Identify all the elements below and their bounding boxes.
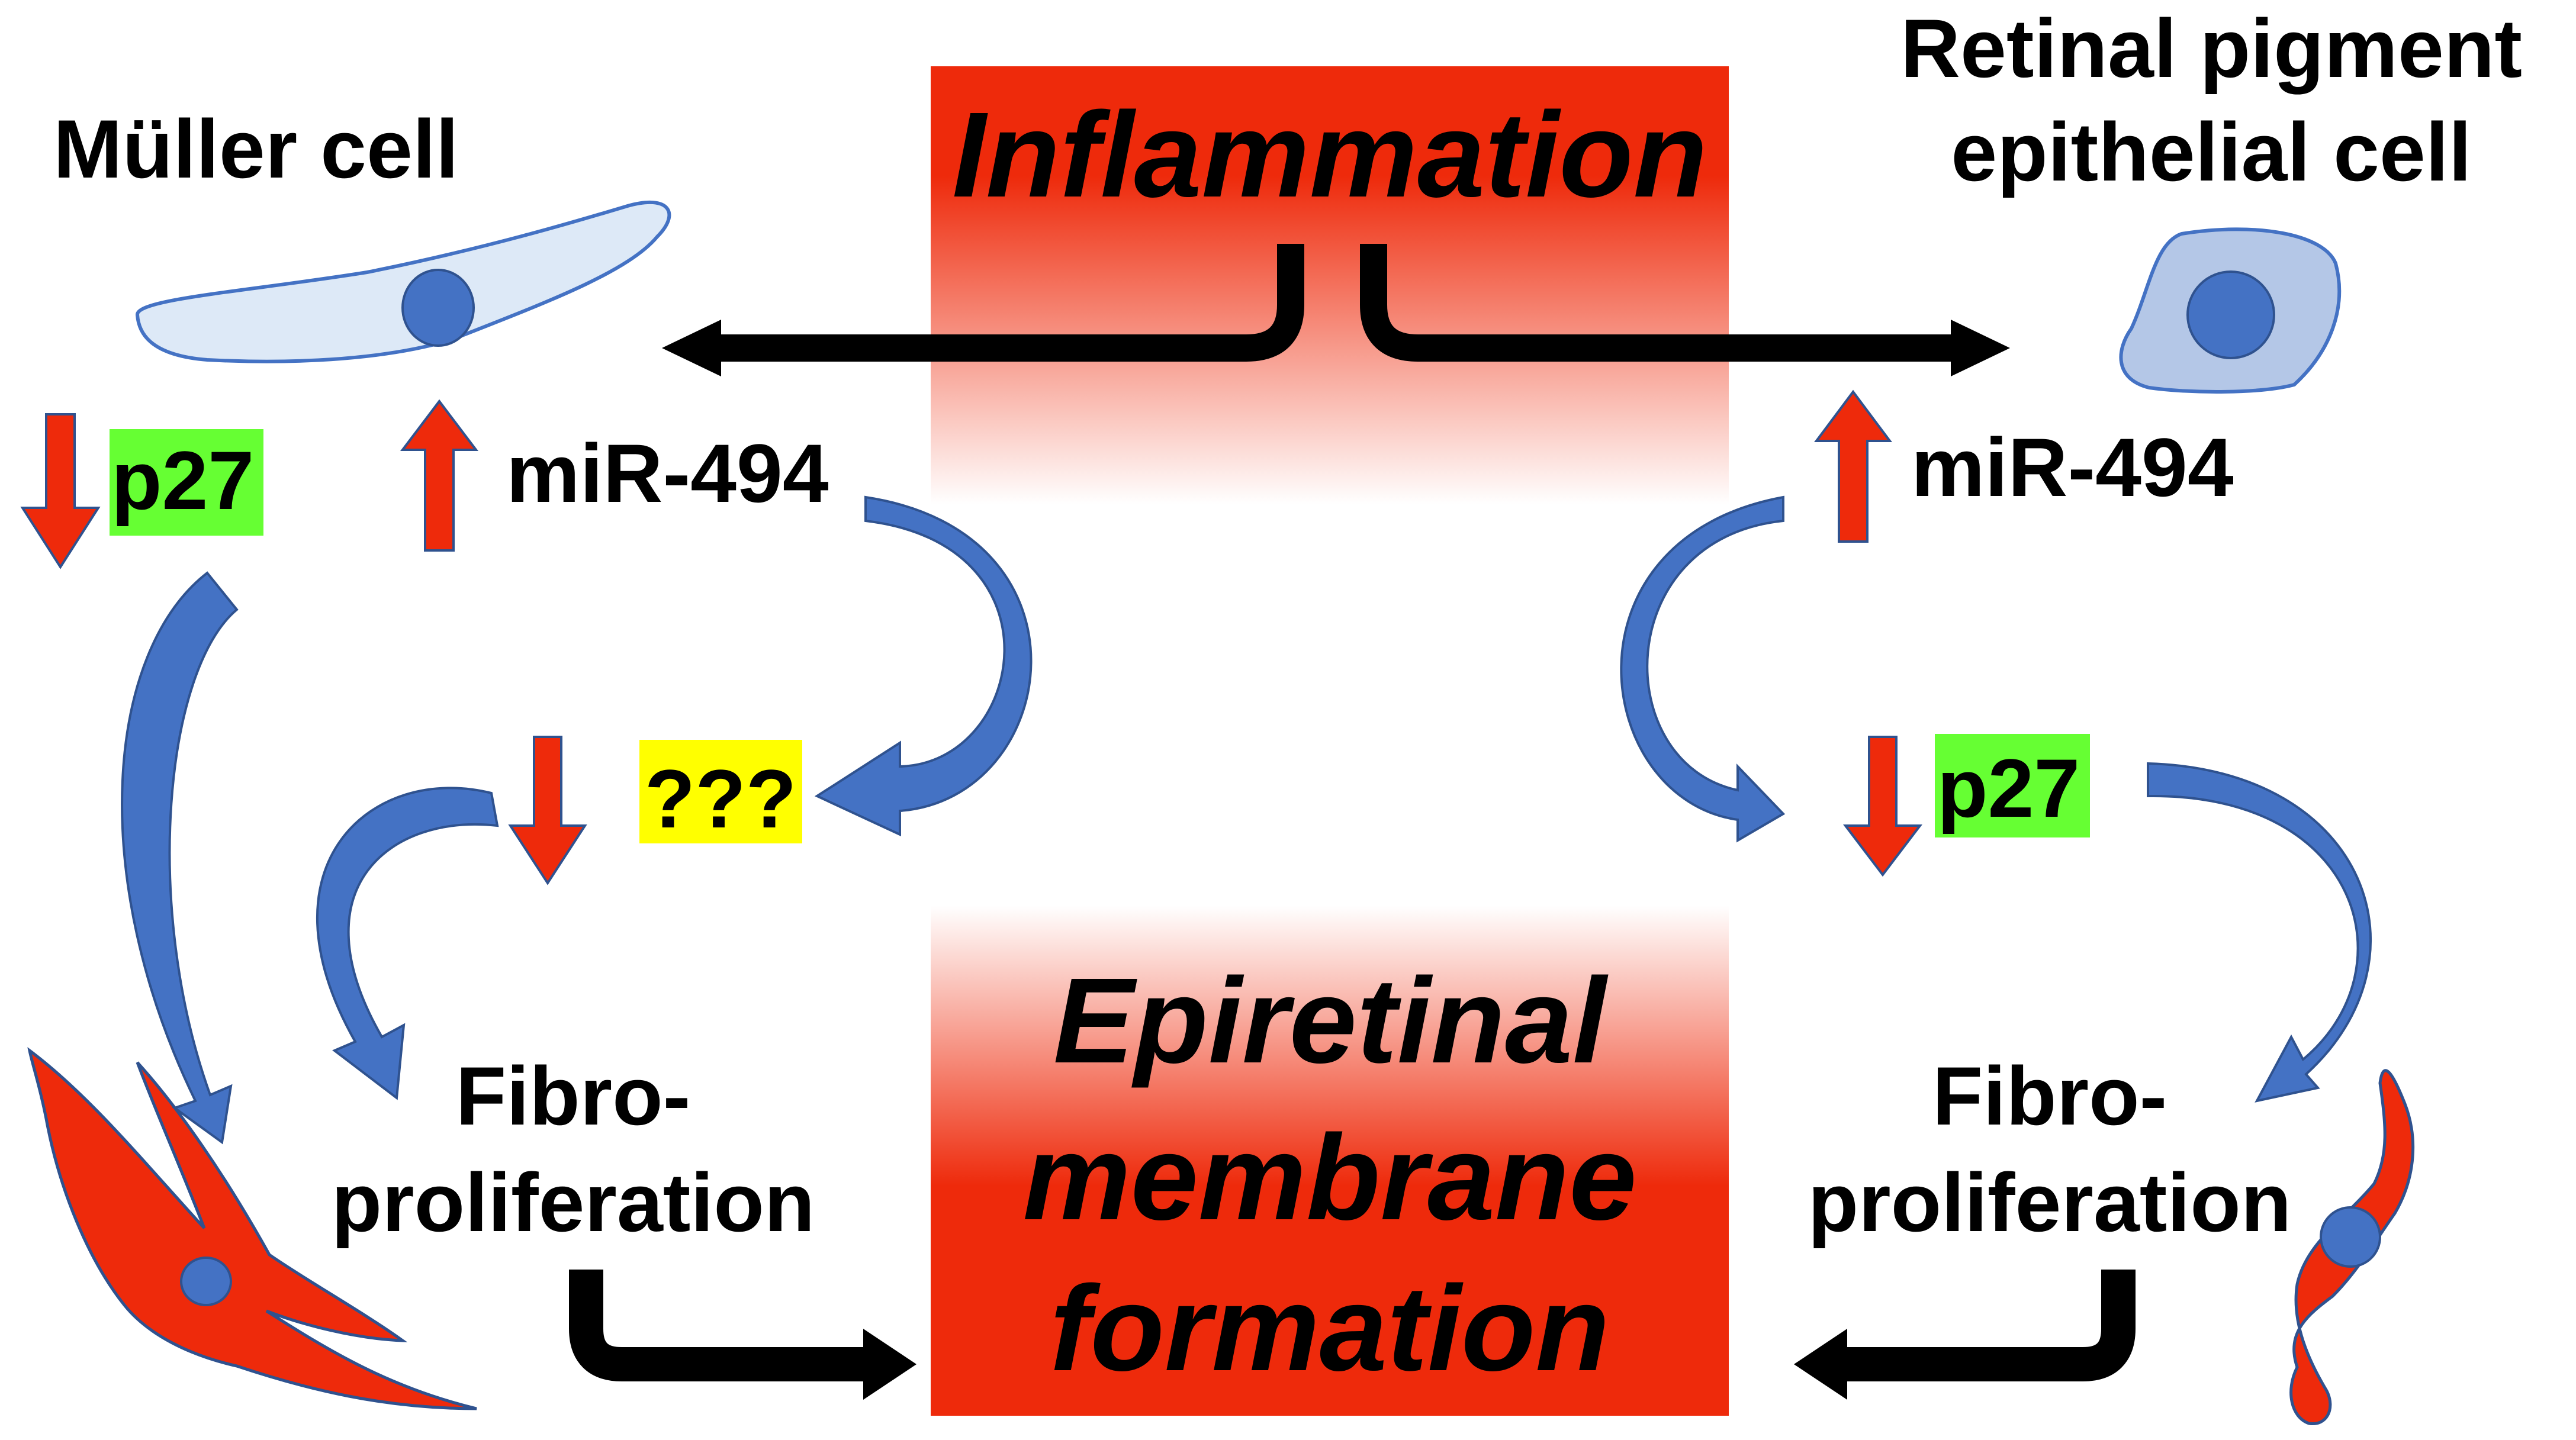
bracket-arrow-left-head xyxy=(662,320,721,376)
bracket-arrow-icon xyxy=(1360,244,1960,362)
curved-arrow-icon xyxy=(121,495,2372,1145)
down-arrow-icon xyxy=(20,413,101,569)
fibroproliferative-muller-cell-icon xyxy=(27,1047,477,1410)
right-fibro-label-line-1: Fibro- xyxy=(1932,1049,2167,1142)
rpe-nucleus-icon xyxy=(2186,270,2275,359)
erm-formation-box xyxy=(931,906,1729,1416)
unknown-target-label: ??? xyxy=(645,752,797,845)
down-arrow-icon xyxy=(1842,736,1923,877)
fibroproliferative-rpe-nucleus-icon xyxy=(2320,1206,2381,1268)
left-fibro-label-line-2: proliferation xyxy=(332,1156,815,1249)
inflammation-label: Inflammation xyxy=(952,87,1707,223)
right-fibro-label-line-2: proliferation xyxy=(1808,1156,2292,1249)
muller-cell-icon xyxy=(136,200,671,363)
erm-label-line-1: Epiretinal xyxy=(1053,953,1609,1088)
elbow-arrow-right-head xyxy=(1794,1329,1847,1400)
right-p27-label: p27 xyxy=(1937,742,2080,835)
erm-label-line-2: membrane xyxy=(1023,1110,1637,1245)
fibroproliferative-muller-nucleus-icon xyxy=(180,1257,232,1306)
left-mirna-label: miR-494 xyxy=(506,427,829,520)
down-arrow-icon xyxy=(508,736,587,885)
left-fibro-label-line-1: Fibro- xyxy=(456,1049,691,1142)
up-arrow-icon xyxy=(400,399,479,552)
elbow-arrow-left-head xyxy=(863,1329,916,1400)
up-arrow-icon xyxy=(1814,389,1892,543)
unknown-target-highlight xyxy=(639,740,802,843)
left-p27-label: p27 xyxy=(111,434,254,527)
right-mirna-label: miR-494 xyxy=(1911,421,2234,514)
elbow-arrow-icon xyxy=(569,1270,869,1381)
left-p27-highlight xyxy=(110,429,263,536)
muller-cell-label: Müller cell xyxy=(53,102,459,195)
bracket-arrow-right-head xyxy=(1951,320,2010,376)
rpe-cell-label-line-2: epithelial cell xyxy=(1951,105,2471,198)
muller-nucleus-icon xyxy=(401,269,475,347)
inflammation-box xyxy=(931,66,1729,504)
elbow-arrow-icon xyxy=(1846,1270,2136,1381)
bracket-arrow-icon xyxy=(709,244,1304,362)
erm-label-line-3: formation xyxy=(1050,1261,1609,1396)
rpe-cell-label-line-1: Retinal pigment xyxy=(1900,2,2522,95)
right-p27-highlight xyxy=(1935,734,2090,837)
